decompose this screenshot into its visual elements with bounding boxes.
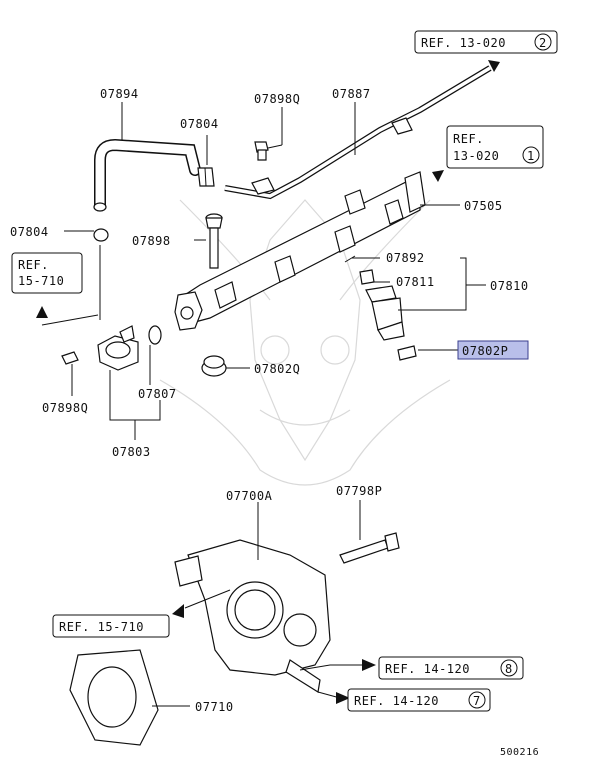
label-07807: 07807 <box>138 387 177 401</box>
seal-07802p <box>397 345 417 361</box>
label-07803: 07803 <box>112 445 151 459</box>
hose-clip-07804 <box>197 167 215 187</box>
label-07810: 07810 <box>490 279 529 293</box>
label-07804-left: 07804 <box>10 225 49 239</box>
svg-text:REF.: REF. <box>18 258 49 272</box>
svg-text:8: 8 <box>505 662 513 676</box>
label-07898q-lower: 07898Q <box>42 401 88 415</box>
label-07802q: 07802Q <box>254 362 300 376</box>
arrow-icon <box>172 604 184 618</box>
gasket-07710 <box>69 649 159 746</box>
o-ring-07807 <box>148 325 162 345</box>
leader-lines <box>41 102 486 707</box>
fuel-hose-07894 <box>93 138 201 212</box>
ref-15-710-upper[interactable]: REF. 15-710 <box>11 252 83 294</box>
svg-text:REF. 14-120: REF. 14-120 <box>354 694 439 708</box>
injector-07810 <box>344 255 405 341</box>
fuel-pipe-07887 <box>224 65 492 200</box>
arrow-icon <box>362 659 376 671</box>
bolt-07798p <box>339 532 400 564</box>
svg-text:REF. 15-710: REF. 15-710 <box>59 620 144 634</box>
label-07798p: 07798P <box>336 484 382 498</box>
bolt-07898 <box>205 213 223 269</box>
svg-text:15-710: 15-710 <box>18 274 64 288</box>
label-07505: 07505 <box>464 199 503 213</box>
diagram-id: 500216 <box>500 747 539 758</box>
svg-text:REF. 14-120: REF. 14-120 <box>385 662 470 676</box>
pressure-regulator-07803 <box>97 325 139 371</box>
svg-text:REF. 13-020: REF. 13-020 <box>421 36 506 50</box>
label-07804-top: 07804 <box>180 117 219 131</box>
svg-text:2: 2 <box>539 36 547 50</box>
svg-text:7: 7 <box>473 694 481 708</box>
highlight-07802p <box>457 340 529 360</box>
arrows <box>36 60 500 704</box>
bolt-07898q-top <box>254 141 269 161</box>
label-07894: 07894 <box>100 87 139 101</box>
arrow-icon <box>488 60 500 72</box>
fuel-rail-07505 <box>174 171 426 331</box>
label-07898q-top: 07898Q <box>254 92 300 106</box>
label-07887: 07887 <box>332 87 371 101</box>
arrow-icon <box>432 170 444 182</box>
hose-clip-07804-left <box>93 228 109 242</box>
label-07700a: 07700A <box>226 489 273 503</box>
ref-15-710-lower[interactable]: REF. 15-710 <box>52 614 170 638</box>
label-07898: 07898 <box>132 234 171 248</box>
grommet-07802q <box>201 355 227 377</box>
label-07802p[interactable]: 07802P <box>462 344 508 358</box>
svg-text:REF.: REF. <box>453 132 484 146</box>
ref-13-020-2[interactable]: REF. 13-020 2 <box>414 30 558 54</box>
svg-text:13-020: 13-020 <box>453 149 499 163</box>
arrow-icon <box>36 306 48 318</box>
bolt-07898q-lower <box>61 351 79 365</box>
part-labels: 07894 07804 07898Q 07887 07804 07898 075… <box>10 87 539 758</box>
ref-13-020-1[interactable]: REF. 13-020 1 <box>446 125 544 169</box>
label-07710: 07710 <box>195 700 234 714</box>
arrow-icon <box>336 692 350 704</box>
svg-text:1: 1 <box>527 149 535 163</box>
ref-14-120-8[interactable]: REF. 14-120 8 <box>378 656 524 680</box>
watermark-emblem <box>159 199 451 486</box>
throttle-body-07700a <box>174 539 331 693</box>
ref-14-120-7[interactable]: REF. 14-120 7 <box>347 688 491 712</box>
label-07892: 07892 <box>386 251 425 265</box>
label-07811: 07811 <box>396 275 435 289</box>
